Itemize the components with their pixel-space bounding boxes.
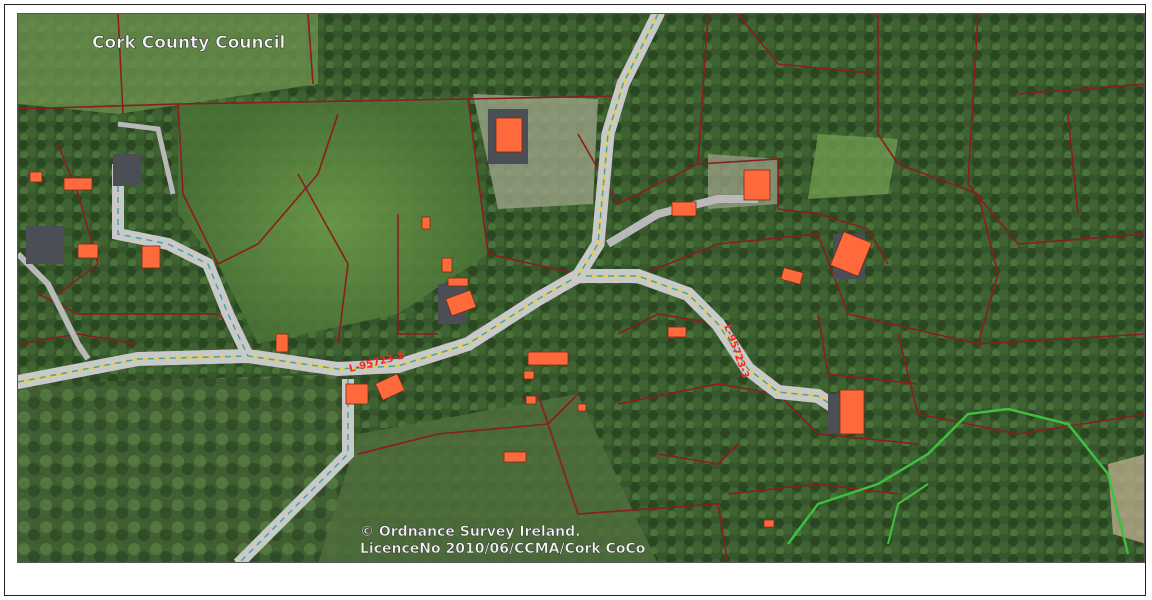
building[interactable]: [671, 201, 697, 217]
track-path: [887, 483, 929, 545]
building[interactable]: [780, 267, 804, 285]
building[interactable]: [523, 370, 535, 380]
aerial-map[interactable]: Cork County Council L-95723-2 L-95723-3 …: [17, 13, 1145, 563]
building[interactable]: [141, 245, 161, 269]
building[interactable]: [275, 333, 289, 353]
building[interactable]: [527, 351, 569, 366]
building[interactable]: [743, 169, 771, 201]
track-path: [787, 407, 1130, 555]
council-attribution: Cork County Council: [92, 33, 285, 53]
building[interactable]: [503, 451, 527, 463]
building[interactable]: [421, 216, 431, 230]
building[interactable]: [495, 117, 523, 153]
building[interactable]: [829, 231, 873, 277]
building[interactable]: [839, 389, 865, 435]
building[interactable]: [525, 395, 537, 405]
building[interactable]: [441, 257, 453, 273]
building[interactable]: [77, 243, 99, 259]
building[interactable]: [447, 277, 469, 287]
building[interactable]: [29, 171, 43, 183]
building[interactable]: [345, 383, 369, 405]
road-network: [18, 14, 845, 562]
map-canvas: Cork County Council L-95723-2 L-95723-3 …: [18, 14, 1144, 562]
building[interactable]: [374, 373, 406, 401]
copyright-line-1: © Ordnance Survey Ireland.: [360, 524, 581, 540]
building-footprints: [29, 117, 873, 528]
bare-ground: [1108, 454, 1144, 544]
grass-field: [808, 134, 898, 199]
grass-field: [18, 14, 318, 114]
grass-field: [178, 99, 488, 344]
scrub-area: [318, 394, 658, 562]
building[interactable]: [445, 289, 477, 317]
building[interactable]: [577, 403, 587, 412]
building[interactable]: [63, 177, 93, 191]
page-frame: Cork County Council L-95723-2 L-95723-3 …: [4, 4, 1146, 596]
copyright-line-2: LicenceNo 2010/06/CCMA/Cork CoCo: [360, 541, 646, 557]
scrub-area: [18, 374, 348, 562]
building[interactable]: [667, 326, 687, 338]
building[interactable]: [763, 519, 775, 528]
